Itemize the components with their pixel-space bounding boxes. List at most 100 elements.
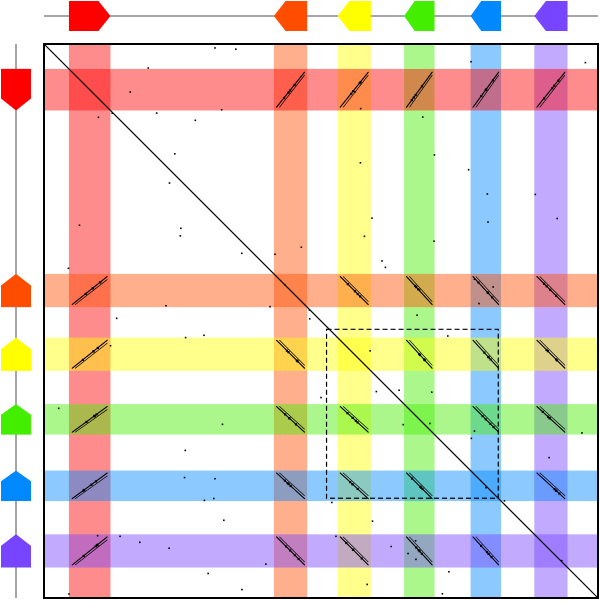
dot-cluster (491, 79, 494, 82)
dot-cluster (83, 488, 86, 492)
repeat-diagonal-purple-blue-shadow (539, 472, 566, 496)
noise-dot (265, 563, 267, 565)
dot-matrix (43, 43, 599, 599)
band-row-blue (44, 470, 598, 502)
arrow-top-red (68, 1, 111, 31)
arrow-left-blue (1, 470, 31, 502)
dot-cluster (352, 90, 355, 93)
noise-dot (447, 335, 449, 337)
dot-cluster (82, 554, 85, 557)
dot-cluster (287, 351, 290, 354)
repeat-diagonal-red-purple-shadow (74, 539, 108, 566)
dot-cluster (490, 555, 493, 559)
dot-cluster (557, 79, 560, 82)
dot-cluster (484, 418, 487, 421)
noise-dot (207, 572, 209, 575)
dot-cluster (85, 420, 88, 424)
left-segment-arrows (1, 68, 31, 568)
band-row-purple (44, 534, 598, 568)
repeat-diagonal-red-orange (71, 276, 108, 306)
repeat-diagonal-green-yellow-shadow (409, 339, 433, 366)
repeat-diagonal-yellow-blue (339, 472, 369, 500)
noise-dot (269, 305, 271, 308)
arrow-left-orange (1, 273, 31, 308)
dot-cluster (418, 550, 421, 553)
noise-dot (119, 535, 121, 538)
noise-dot (241, 588, 243, 591)
noise-dot (180, 227, 182, 230)
repeat-diagonal-blue-yellow-shadow (475, 339, 499, 366)
dot-cluster (283, 479, 287, 482)
dot-cluster (549, 288, 552, 291)
repeat-diagonal-blue-red-shadow (475, 74, 499, 108)
noise-dot (235, 48, 237, 51)
dot-cluster (477, 281, 480, 284)
noise-dot (503, 500, 506, 502)
dot-cluster (93, 414, 96, 417)
noise-dot (366, 583, 368, 586)
dot-cluster (542, 282, 546, 285)
band-row-orange (44, 273, 598, 308)
dot-cluster (414, 284, 417, 288)
dot-cluster (356, 421, 359, 424)
noise-dot (168, 547, 170, 550)
dot-cluster (283, 96, 286, 100)
repeat-diagonal-red-yellow-shadow (74, 342, 108, 369)
dot-cluster (354, 419, 357, 422)
dot-cluster (356, 487, 359, 491)
noise-dot (67, 267, 70, 270)
repeat-diagonal-blue-orange-shadow (475, 276, 499, 302)
dot-cluster (94, 545, 97, 548)
noise-dot (473, 278, 476, 280)
noise-dot (184, 336, 187, 339)
noise-dot (473, 430, 476, 432)
dot-cluster (423, 359, 426, 362)
dot-cluster (414, 93, 417, 97)
dot-cluster (294, 423, 298, 426)
dot-cluster (419, 485, 422, 488)
noise-dot (371, 217, 373, 219)
dot-cluster (356, 292, 359, 296)
noise-dot (470, 437, 473, 440)
noise-dot (415, 558, 417, 561)
repeat-diagonal-purple-yellow-shadow (539, 339, 566, 366)
repeat-diagonal-red-blue (71, 472, 108, 500)
arrow-top-green (404, 1, 435, 31)
dot-cluster (420, 85, 424, 88)
noise-dot (111, 112, 114, 115)
repeat-diagonal-purple-orange-shadow (539, 276, 566, 302)
top-segment-arrows (68, 1, 568, 31)
noise-dot (414, 539, 417, 542)
noise-dot (129, 91, 132, 93)
dot-cluster (297, 557, 300, 561)
repeat-diagonal-red-purple (71, 536, 108, 566)
arrow-top-purple (534, 1, 568, 31)
dot-cluster (541, 410, 544, 413)
noise-dot (359, 161, 362, 164)
dot-cluster (546, 350, 549, 353)
repeat-diagonal-yellow-green-shadow (342, 406, 369, 430)
noise-dot (375, 390, 378, 393)
noise-dot (534, 193, 537, 196)
noise-dot (581, 432, 583, 434)
repeat-diagonal-purple-green-shadow (539, 406, 566, 430)
noise-dot (115, 317, 118, 320)
dot-cluster (94, 480, 98, 483)
noise-dot (430, 391, 433, 394)
dot-cluster (289, 89, 292, 92)
dot-cluster (480, 544, 483, 547)
dot-cluster (492, 425, 495, 429)
dot-cluster (415, 546, 418, 549)
dot-cluster (288, 549, 292, 552)
repeat-diagonal-yellow-orange-shadow (342, 276, 369, 302)
noise-dot (139, 541, 141, 544)
dot-cluster (358, 82, 361, 85)
highlight-box (325, 328, 499, 499)
dot-cluster (81, 358, 85, 361)
dot-cluster (418, 353, 422, 357)
dot-cluster (486, 291, 490, 295)
repeat-diagonal-red-green (71, 405, 108, 433)
noise-dot (441, 592, 444, 595)
dot-cluster (284, 545, 288, 548)
dot-cluster (346, 283, 349, 286)
